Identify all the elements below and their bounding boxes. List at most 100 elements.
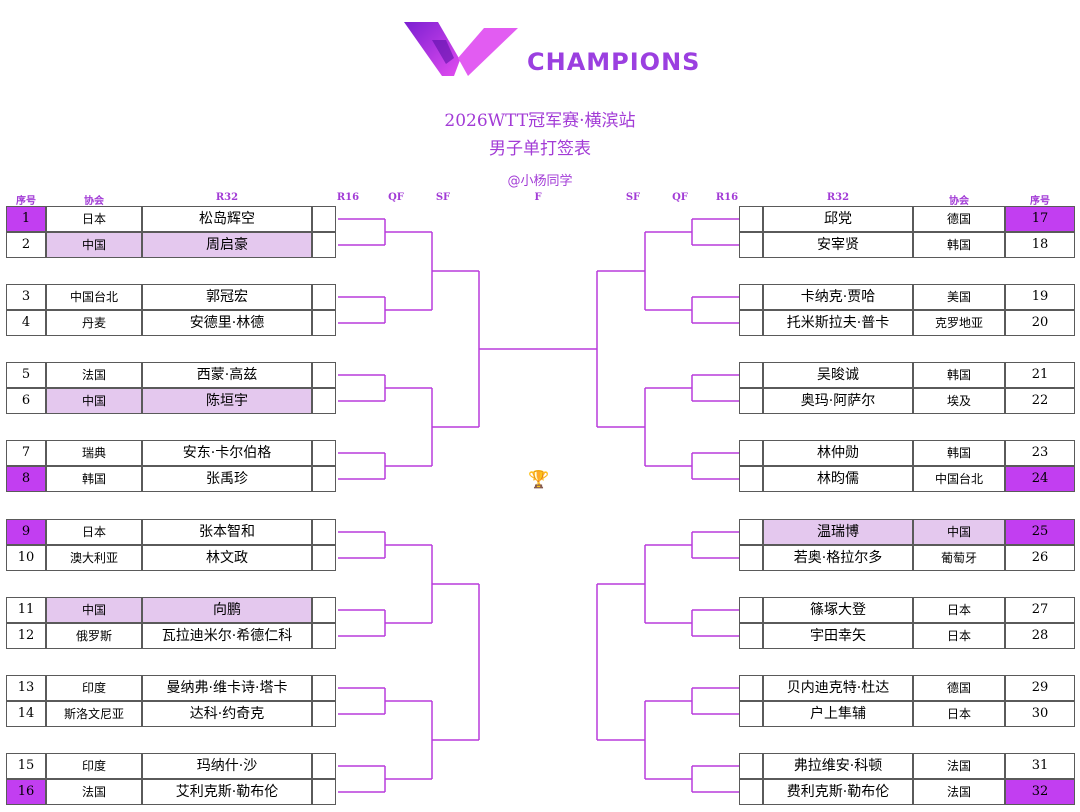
score-box	[739, 675, 763, 701]
player-name: 弗拉维安·科顿	[763, 753, 913, 779]
score-box	[312, 284, 336, 310]
seed-number: 13	[6, 675, 46, 701]
association: 葡萄牙	[913, 545, 1005, 571]
player-name: 邱党	[763, 206, 913, 232]
seed-number: 24	[1005, 466, 1075, 492]
col-header-left-assoc: 协会	[84, 196, 104, 207]
col-header-right-qf: QF	[672, 192, 688, 203]
seed-number: 19	[1005, 284, 1075, 310]
association: 日本	[46, 206, 142, 232]
seed-number: 11	[6, 597, 46, 623]
association: 中国	[46, 388, 142, 414]
seed-number: 7	[6, 440, 46, 466]
player-name: 曼纳弗·维卡诗·塔卡	[142, 675, 312, 701]
score-box	[739, 753, 763, 779]
association: 克罗地亚	[913, 310, 1005, 336]
player-name: 温瑞博	[763, 519, 913, 545]
player-name: 松岛辉空	[142, 206, 312, 232]
score-box	[312, 623, 336, 649]
seed-number: 25	[1005, 519, 1075, 545]
association: 中国	[46, 232, 142, 258]
player-name: 林仲勋	[763, 440, 913, 466]
page-title: 2026WTT冠军赛·横滨站	[444, 111, 636, 131]
seed-number: 10	[6, 545, 46, 571]
association: 韩国	[46, 466, 142, 492]
association: 丹麦	[46, 310, 142, 336]
col-header-right-sf: SF	[625, 192, 641, 203]
seed-number: 2	[6, 232, 46, 258]
seed-number: 30	[1005, 701, 1075, 727]
score-box	[312, 519, 336, 545]
association: 德国	[913, 675, 1005, 701]
player-name: 张禹珍	[142, 466, 312, 492]
association: 日本	[46, 519, 142, 545]
association: 法国	[913, 779, 1005, 805]
score-box	[312, 466, 336, 492]
col-header-right-r16: R16	[715, 192, 739, 203]
col-header-left-qf: QF	[388, 192, 404, 203]
col-header-right-assoc: 协会	[949, 196, 969, 207]
score-box	[739, 597, 763, 623]
col-header-left-r32: R32	[215, 192, 239, 203]
seed-number: 18	[1005, 232, 1075, 258]
player-name: 户上隼辅	[763, 701, 913, 727]
player-name: 西蒙·高兹	[142, 362, 312, 388]
score-box	[739, 440, 763, 466]
score-box	[739, 206, 763, 232]
player-name: 贝内迪克特·杜达	[763, 675, 913, 701]
wtt-logo	[404, 22, 518, 76]
player-name: 卡纳克·贾哈	[763, 284, 913, 310]
col-header-left-r16: R16	[336, 192, 360, 203]
seed-number: 31	[1005, 753, 1075, 779]
association: 韩国	[913, 362, 1005, 388]
association: 韩国	[913, 232, 1005, 258]
association: 澳大利亚	[46, 545, 142, 571]
player-name: 林文政	[142, 545, 312, 571]
seed-number: 20	[1005, 310, 1075, 336]
association: 德国	[913, 206, 1005, 232]
col-header-left-sf: SF	[435, 192, 451, 203]
seed-number: 8	[6, 466, 46, 492]
score-box	[739, 466, 763, 492]
player-name: 郭冠宏	[142, 284, 312, 310]
player-name: 安宰贤	[763, 232, 913, 258]
score-box	[739, 362, 763, 388]
association: 日本	[913, 623, 1005, 649]
player-name: 若奥·格拉尔多	[763, 545, 913, 571]
association: 斯洛文尼亚	[46, 701, 142, 727]
col-header-right-r32: R32	[826, 192, 850, 203]
col-header-left-num: 序号	[16, 196, 36, 207]
